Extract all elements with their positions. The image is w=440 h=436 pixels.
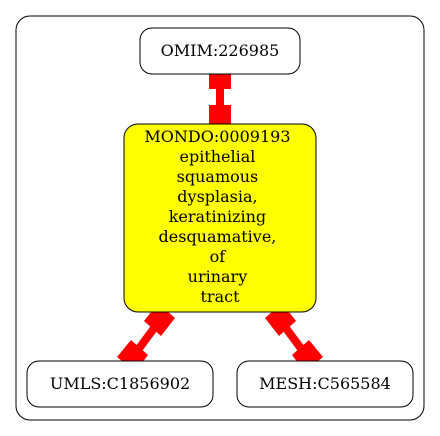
node-umls-box [26,360,214,408]
node-mondo-line: desquamative, [159,227,277,246]
node-mondo-line: MONDO:0009193 [144,127,290,146]
node-mesh-label: MESH:C565584 [259,374,391,393]
node-mondo-line: dysplasia, [177,187,257,206]
node-mondo-line: squamous [177,167,259,186]
node-mesh-box [236,360,414,408]
node-omim[interactable]: OMIM:226985 [139,27,301,75]
node-mondo-label: MONDO:0009193 epithelial squamous dyspla… [144,127,295,306]
node-umls-label: UMLS:C1856902 [50,374,190,393]
node-mondo-line: of [210,247,227,266]
node-mondo-line: urinary [188,267,248,286]
node-mondo-box [123,123,317,313]
node-omim-label: OMIM:226985 [161,41,280,60]
node-umls[interactable]: UMLS:C1856902 [26,360,214,408]
node-mondo-line: tract [200,287,240,306]
node-mesh[interactable]: MESH:C565584 [236,360,414,408]
node-mondo-line: epithelial [179,147,255,166]
node-mondo[interactable]: MONDO:0009193 epithelial squamous dyspla… [123,123,317,313]
node-omim-box [139,27,301,75]
node-mondo-line: keratinizing [169,207,266,226]
